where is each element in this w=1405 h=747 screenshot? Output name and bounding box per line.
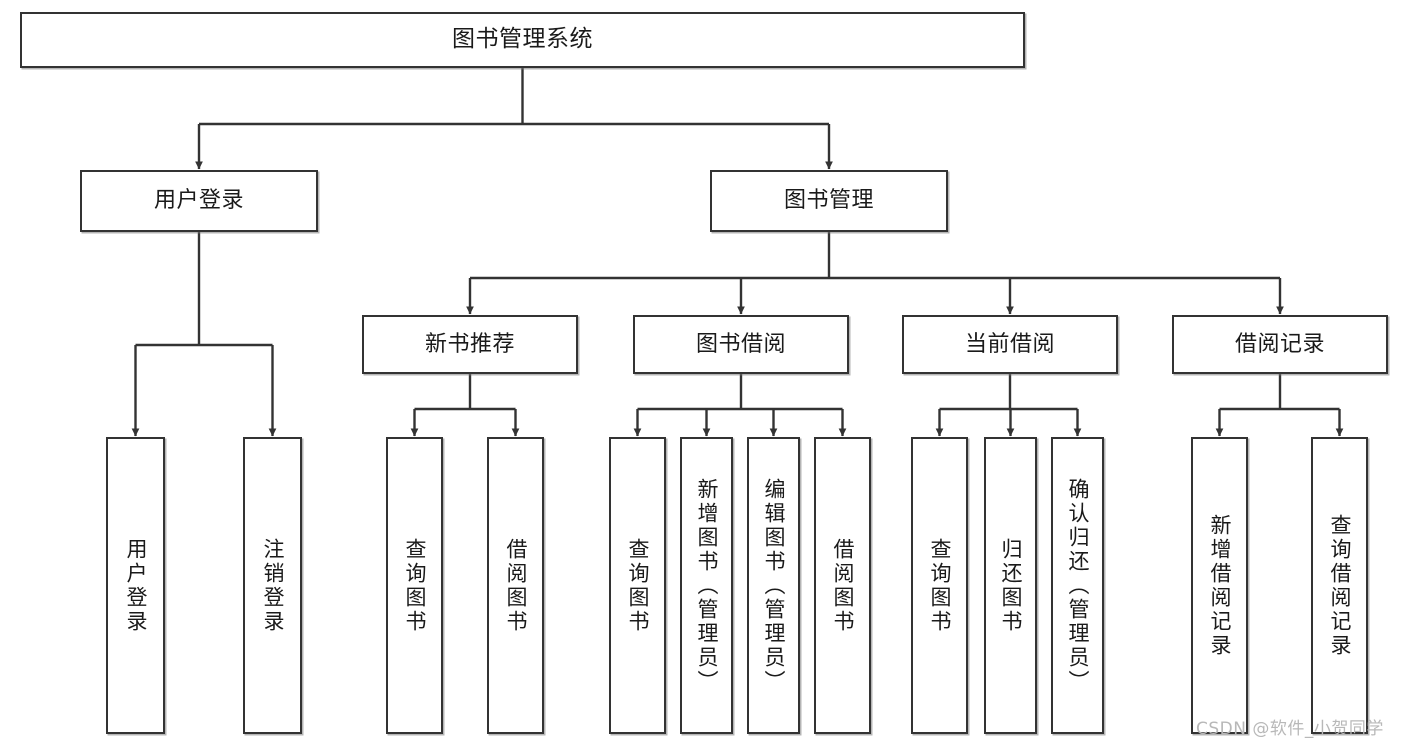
node-leaf-newbook-borrow-label: 借阅图书 xyxy=(504,537,528,634)
node-leaf-borrow-edit-book-label: 编辑图书（管理员） xyxy=(762,477,786,694)
node-book-borrow-label: 图书借阅 xyxy=(695,331,786,357)
node-leaf-newbook-borrow[interactable]: 借阅图书 xyxy=(487,437,544,734)
node-leaf-borrow-query-label: 查询图书 xyxy=(626,537,650,634)
node-user-login-label: 用户登录 xyxy=(153,188,244,214)
node-book-management-label: 图书管理 xyxy=(783,188,874,214)
node-leaf-record-add[interactable]: 新增借阅记录 xyxy=(1191,437,1248,734)
node-leaf-record-query[interactable]: 查询借阅记录 xyxy=(1311,437,1368,734)
node-leaf-current-return[interactable]: 归还图书 xyxy=(984,437,1037,734)
node-leaf-borrow-edit-book[interactable]: 编辑图书（管理员） xyxy=(747,437,800,734)
node-leaf-current-confirm-return[interactable]: 确认归还（管理员） xyxy=(1051,437,1104,734)
node-leaf-current-query[interactable]: 查询图书 xyxy=(911,437,968,734)
node-leaf-borrow-lend-book[interactable]: 借阅图书 xyxy=(814,437,871,734)
node-current-borrow[interactable]: 当前借阅 xyxy=(902,315,1118,374)
node-leaf-borrow-lend-book-label: 借阅图书 xyxy=(831,537,855,634)
node-leaf-user-logout-label: 注销登录 xyxy=(261,537,285,634)
node-leaf-current-return-label: 归还图书 xyxy=(999,537,1023,634)
node-leaf-newbook-query-label: 查询图书 xyxy=(403,537,427,634)
node-root-label: 图书管理系统 xyxy=(452,26,593,53)
node-new-book-recommend-label: 新书推荐 xyxy=(424,331,515,357)
node-user-login[interactable]: 用户登录 xyxy=(80,170,318,232)
node-leaf-current-confirm-return-label: 确认归还（管理员） xyxy=(1066,477,1090,694)
node-leaf-borrow-add-book[interactable]: 新增图书（管理员） xyxy=(680,437,733,734)
node-leaf-borrow-add-book-label: 新增图书（管理员） xyxy=(695,477,719,694)
node-leaf-current-query-label: 查询图书 xyxy=(928,537,952,634)
edges xyxy=(131,68,1344,437)
node-new-book-recommend[interactable]: 新书推荐 xyxy=(362,315,578,374)
node-leaf-user-login[interactable]: 用户登录 xyxy=(106,437,165,734)
node-leaf-user-logout[interactable]: 注销登录 xyxy=(243,437,302,734)
node-borrow-records[interactable]: 借阅记录 xyxy=(1172,315,1388,374)
node-leaf-borrow-query[interactable]: 查询图书 xyxy=(609,437,666,734)
node-book-borrow[interactable]: 图书借阅 xyxy=(633,315,849,374)
node-leaf-record-query-label: 查询借阅记录 xyxy=(1328,513,1352,658)
node-leaf-user-login-label: 用户登录 xyxy=(124,537,148,634)
node-leaf-newbook-query[interactable]: 查询图书 xyxy=(386,437,443,734)
node-leaf-record-add-label: 新增借阅记录 xyxy=(1208,513,1232,658)
node-root[interactable]: 图书管理系统 xyxy=(20,12,1025,68)
node-current-borrow-label: 当前借阅 xyxy=(964,331,1055,357)
node-borrow-records-label: 借阅记录 xyxy=(1234,331,1325,357)
csdn-watermark: CSDN @软件_小贺同学 xyxy=(1196,719,1384,739)
node-book-management[interactable]: 图书管理 xyxy=(710,170,948,232)
